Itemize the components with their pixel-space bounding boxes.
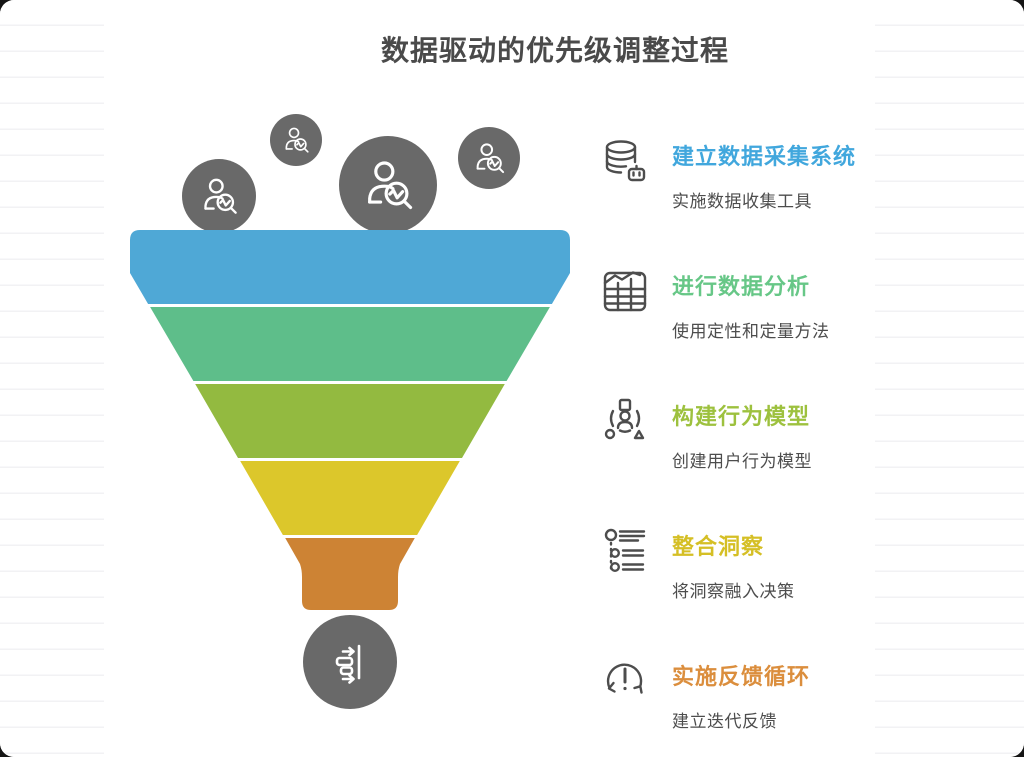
step-item-2: 进行数据分析 使用定性和定量方法	[600, 248, 910, 378]
step-text: 进行数据分析 使用定性和定量方法	[672, 274, 912, 342]
step-title: 进行数据分析	[672, 274, 811, 299]
user-shapes-icon	[604, 398, 645, 440]
step-title: 实施反馈循环	[672, 664, 811, 689]
database-robot-icon	[605, 140, 646, 182]
step-title: 建立数据采集系统	[672, 144, 857, 169]
step-subtitle: 建立迭代反馈	[672, 712, 777, 731]
step-item-3: 构建行为模型 创建用户行为模型	[600, 378, 910, 508]
step-text: 建立数据采集系统 实施数据收集工具	[672, 144, 912, 212]
funnel-section-1	[130, 230, 570, 304]
outcome-circle	[303, 615, 397, 709]
step-item-5: 实施反馈循环 建立迭代反馈	[600, 638, 910, 757]
step-title: 构建行为模型	[672, 404, 811, 429]
step-item-4: 整合洞察 将洞察融入决策	[600, 508, 910, 638]
funnel-section-4	[240, 461, 460, 535]
user-drop-circles	[182, 114, 520, 234]
page-title: 数据驱动的优先级调整过程	[380, 35, 729, 66]
step-text: 整合洞察 将洞察融入决策	[672, 534, 912, 602]
step-subtitle: 创建用户行为模型	[672, 452, 812, 471]
step-list: 建立数据采集系统 实施数据收集工具 进行数据分析 使用定性和定量方法	[600, 118, 910, 757]
step-subtitle: 使用定性和定量方法	[672, 322, 830, 341]
funnel-section-5	[285, 538, 415, 610]
step-subtitle: 实施数据收集工具	[672, 192, 812, 211]
step-title: 整合洞察	[672, 534, 765, 559]
feedback-loop-icon	[606, 663, 643, 694]
lined-paper-edge-left	[0, 0, 104, 757]
insight-list-icon	[604, 528, 646, 573]
step-item-1: 建立数据采集系统 实施数据收集工具	[600, 118, 910, 248]
step-text: 实施反馈循环 建立迭代反馈	[672, 664, 912, 732]
chart-table-icon	[603, 271, 647, 312]
funnel-section-2	[150, 307, 550, 381]
step-text: 构建行为模型 创建用户行为模型	[672, 404, 912, 472]
step-subtitle: 将洞察融入决策	[672, 582, 795, 601]
lined-paper-edge-right	[875, 0, 1024, 757]
funnel-section-3	[195, 384, 505, 458]
